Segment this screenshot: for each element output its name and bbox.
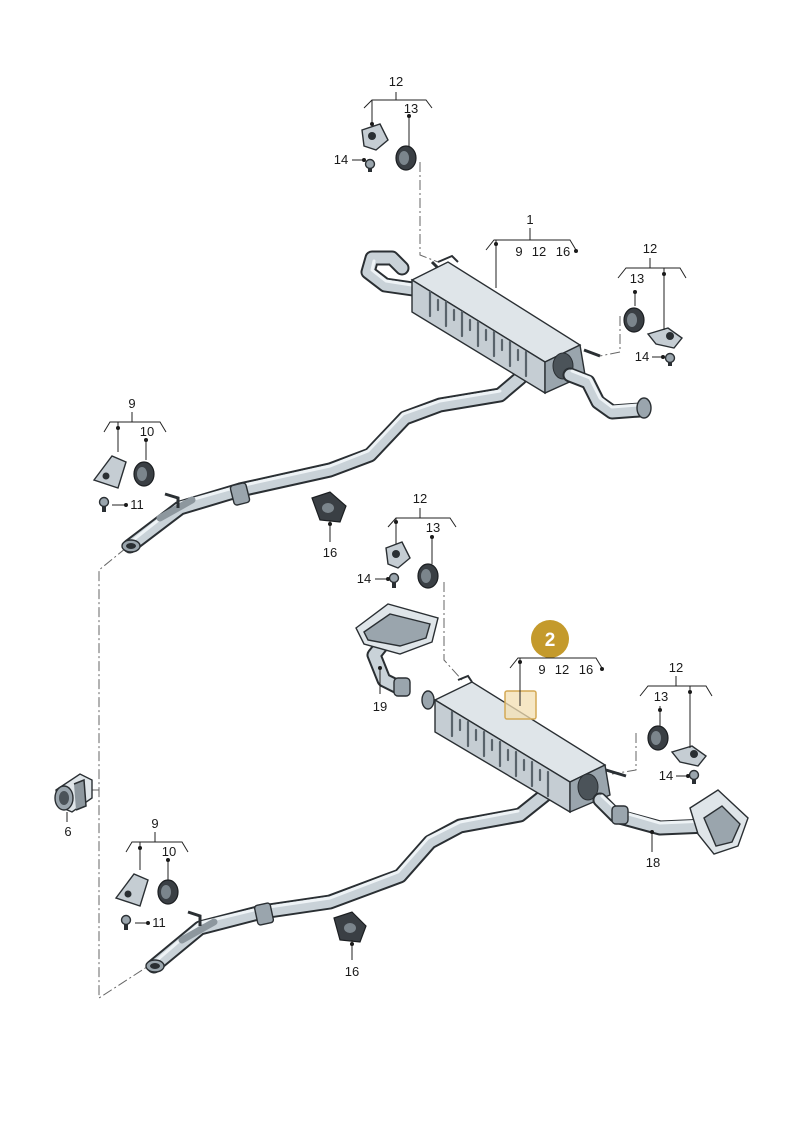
label-front-mount-rubber-upper: 10 xyxy=(140,424,154,439)
label-right-mount-bolt-lower: 14 xyxy=(659,768,673,783)
label-front-mount-group-upper: 9 xyxy=(128,396,135,411)
assembly-lines xyxy=(80,162,637,999)
inlet-loop-upper xyxy=(360,250,428,298)
top-mount-upper xyxy=(361,123,417,172)
callout-labels: 12 13 14 1 9 12 16 12 13 14 9 10 11 16 xyxy=(64,74,713,979)
label-silencer-upper-ref-2: 12 xyxy=(532,244,546,259)
label-silencer-upper-ref-1: 9 xyxy=(515,244,522,259)
label-left-tailpipe: 19 xyxy=(373,699,387,714)
center-hanger-upper xyxy=(311,491,347,523)
label-top-mount-rubber: 13 xyxy=(404,101,418,116)
label-front-mount-rubber-lower: 10 xyxy=(162,844,176,859)
label-silencer-lower-ref-1: 9 xyxy=(538,662,545,677)
label-mid-mount-bolt: 14 xyxy=(357,571,371,586)
outlet-pipe-upper xyxy=(562,367,652,420)
rear-silencer-upper xyxy=(410,254,601,395)
front-pipe-lower xyxy=(145,787,553,974)
label-silencer-lower-ref-3: 16 xyxy=(579,662,593,677)
right-mount-upper xyxy=(623,307,684,366)
label-top-mount-group: 12 xyxy=(389,74,403,89)
pipe-clamp xyxy=(54,773,93,813)
mid-mount xyxy=(385,541,439,589)
label-center-hanger-upper: 16 xyxy=(323,545,337,560)
badge-circle[interactable] xyxy=(531,620,569,658)
label-right-tailpipe: 18 xyxy=(646,855,660,870)
label-clamp: 6 xyxy=(64,824,71,839)
label-center-hanger-lower: 16 xyxy=(345,964,359,979)
label-rear-silencer-upper: 1 xyxy=(526,212,533,227)
front-mount-upper xyxy=(92,455,155,512)
label-front-mount-bolt-lower: 11 xyxy=(152,915,166,930)
label-top-mount-bolt: 14 xyxy=(334,152,348,167)
label-right-mount-rubber-upper: 13 xyxy=(630,271,644,286)
lower-exhaust-assembly xyxy=(54,541,749,974)
label-front-mount-bolt-upper: 11 xyxy=(130,497,144,512)
center-hanger-lower xyxy=(333,911,367,943)
label-right-mount-rubber-lower: 13 xyxy=(654,689,668,704)
label-right-mount-bolt-upper: 14 xyxy=(635,349,649,364)
front-pipe-upper xyxy=(121,370,528,554)
label-mid-mount-group: 12 xyxy=(413,491,427,506)
label-silencer-lower-ref-2: 12 xyxy=(555,662,569,677)
highlight-badge[interactable]: 2 xyxy=(531,620,569,658)
right-mount-lower xyxy=(647,725,708,784)
label-right-mount-group-upper: 12 xyxy=(643,241,657,256)
label-right-mount-group-lower: 12 xyxy=(669,660,683,675)
label-silencer-upper-ref-3: 16 xyxy=(556,244,570,259)
badge-number[interactable]: 2 xyxy=(545,630,556,651)
front-mount-lower xyxy=(114,873,179,930)
left-tailpipe xyxy=(355,603,439,697)
label-front-mount-group-lower: 9 xyxy=(151,816,158,831)
rear-silencer-lower xyxy=(421,674,627,814)
right-tailpipe xyxy=(592,789,749,855)
upper-exhaust-assembly xyxy=(92,123,684,554)
label-mid-mount-rubber: 13 xyxy=(426,520,440,535)
